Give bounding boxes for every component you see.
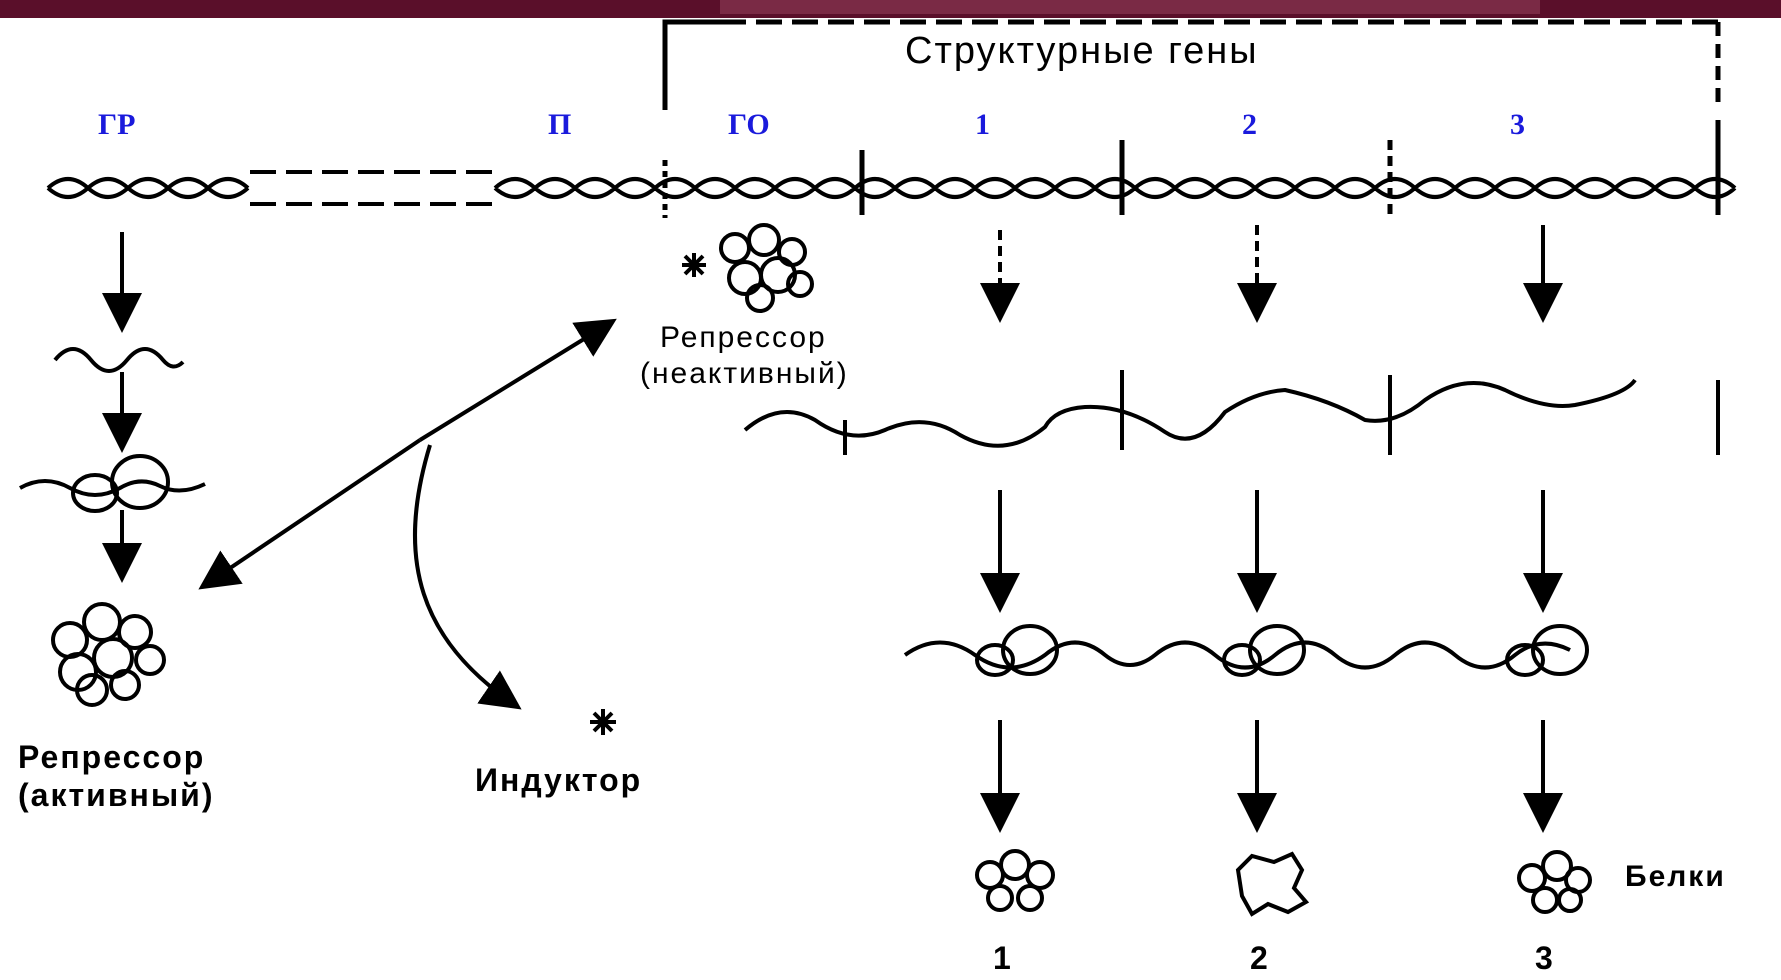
arrow-to-active-repressor xyxy=(198,438,422,590)
structural-genes-bracket xyxy=(662,19,1721,110)
polycistronic-mrna xyxy=(743,378,1637,448)
active-repressor-label: Репрессор (активный) xyxy=(18,738,214,814)
gene-2-label: 2 xyxy=(1242,108,1257,141)
mrna-boundaries xyxy=(843,370,1720,455)
inactive-repressor-line1: Репрессор xyxy=(660,321,827,354)
protein-1-label: 1 xyxy=(993,940,1011,976)
dna-strand xyxy=(46,170,1737,206)
flow-arrows xyxy=(102,225,1563,833)
active-repressor-line2: (активный) xyxy=(18,777,215,813)
dna-dashed-segment xyxy=(250,170,495,206)
translation-mrna xyxy=(903,640,1571,670)
dna-regulator-segment xyxy=(46,177,250,199)
gene-boundaries xyxy=(662,120,1721,218)
repressor-blob-icon xyxy=(51,602,166,707)
inductor-star-icon xyxy=(682,253,706,277)
inductor-star-icon-free xyxy=(590,709,616,735)
structural-genes-label: Структурные гены xyxy=(905,30,1259,72)
arrow-to-inactive-repressor xyxy=(418,318,617,442)
active-repressor-line1: Репрессор xyxy=(18,739,206,775)
gene-1-label: 1 xyxy=(975,108,990,141)
arrow-to-inductor xyxy=(412,444,522,710)
protein-3-label: 3 xyxy=(1535,940,1553,976)
protein-2-label: 2 xyxy=(1250,940,1268,976)
top-band-highlight xyxy=(720,0,1540,14)
protein-blob-icon xyxy=(975,849,1592,917)
inactive-repressor-blob xyxy=(719,223,814,313)
operator-gene-label: ГО xyxy=(728,108,770,141)
regulator-gene-label: ГР xyxy=(98,108,136,141)
proteins-label: Белки xyxy=(1625,860,1726,893)
inductor-label: Индуктор xyxy=(475,762,643,798)
ribosome-icon xyxy=(19,454,206,513)
inactive-repressor-line2: (неактивный) xyxy=(640,357,849,390)
gene-3-label: 3 xyxy=(1510,108,1525,141)
dna-operon-segment xyxy=(493,177,1737,199)
promoter-label: П xyxy=(548,108,572,141)
ribosome-icon xyxy=(975,624,1589,677)
regulator-mrna xyxy=(53,347,185,373)
inactive-repressor-label: Репрессор (неактивный) xyxy=(640,320,849,392)
